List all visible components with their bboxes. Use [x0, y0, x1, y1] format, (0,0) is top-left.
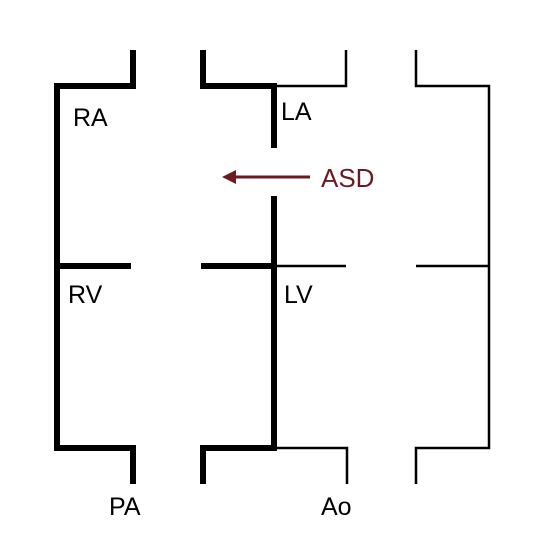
label-pa: PA	[109, 493, 141, 521]
label-lv: LV	[284, 281, 313, 309]
label-ra: RA	[73, 104, 108, 132]
left-heart-inner-wall-top	[274, 50, 348, 88]
label-rv: RV	[68, 281, 103, 309]
right-heart-inner-wall-top	[200, 50, 274, 89]
asd-arrow	[222, 170, 310, 184]
right-heart-inner-wall-bottom	[200, 445, 274, 484]
left-heart-inner-wall-bottom	[274, 446, 349, 484]
label-asd: ASD	[321, 163, 375, 193]
label-la: LA	[281, 98, 312, 126]
label-ao: Ao	[321, 493, 352, 521]
